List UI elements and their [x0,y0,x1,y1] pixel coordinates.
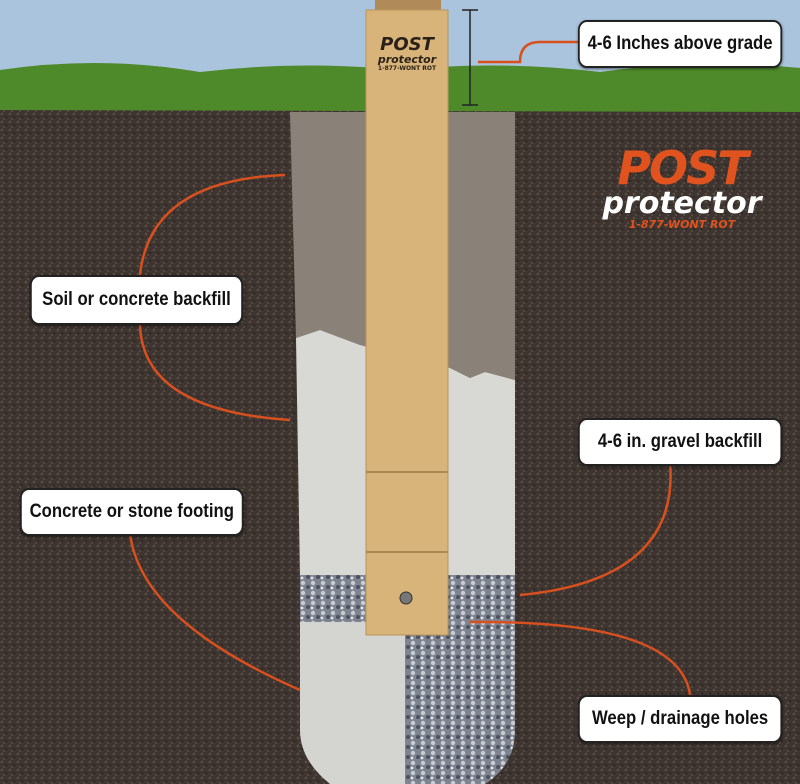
arrow-gravel [519,461,672,597]
arrow-footing [128,532,301,692]
bolt [399,591,413,605]
brand-logo: POST protector 1-877-WONT ROT [592,141,772,232]
label-footing: Concrete or stone footing [20,488,244,536]
label-above-grade: 4-6 Inches above grade [578,20,783,68]
arrows [128,9,692,696]
logo-line2: protector [602,186,762,221]
label-backfill: Soil or concrete backfill [30,275,243,325]
logo-line3: 1-877-WONT ROT [628,218,736,231]
post-sleeve [365,9,449,636]
gravel-bottom [405,622,515,784]
arrow-backfill-bottom [138,321,291,422]
label-gravel: 4-6 in. gravel backfill [578,418,783,466]
arrow-above-grade [478,40,578,64]
label-weep: Weep / drainage holes [578,695,783,743]
footing [300,622,405,784]
post-label-line1: POST [380,34,434,55]
post-label-line3: 1-877-WONT ROT [377,65,437,72]
arrow-weep [469,620,692,696]
post-sleeve-label: POST protector 1-877-WONT ROT [368,36,446,73]
logo-line1: POST [617,141,748,195]
post-label-line2: protector [377,53,437,66]
arrow-backfill-top [138,173,286,276]
